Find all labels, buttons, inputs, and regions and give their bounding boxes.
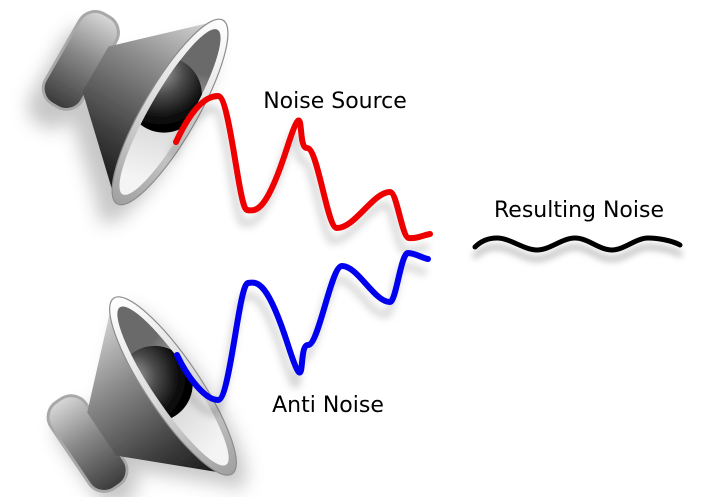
noise-source-label: Noise Source [263,89,407,114]
anti-noise-label: Anti Noise [272,393,384,418]
noise-source-speaker-icon [10,0,247,217]
anti-noise-speaker-icon [11,283,255,497]
resulting-noise-wave [472,235,683,253]
noise-source-wave [173,92,433,242]
anti-noise-wave [174,249,431,404]
resulting-noise-label: Resulting Noise [494,198,664,223]
